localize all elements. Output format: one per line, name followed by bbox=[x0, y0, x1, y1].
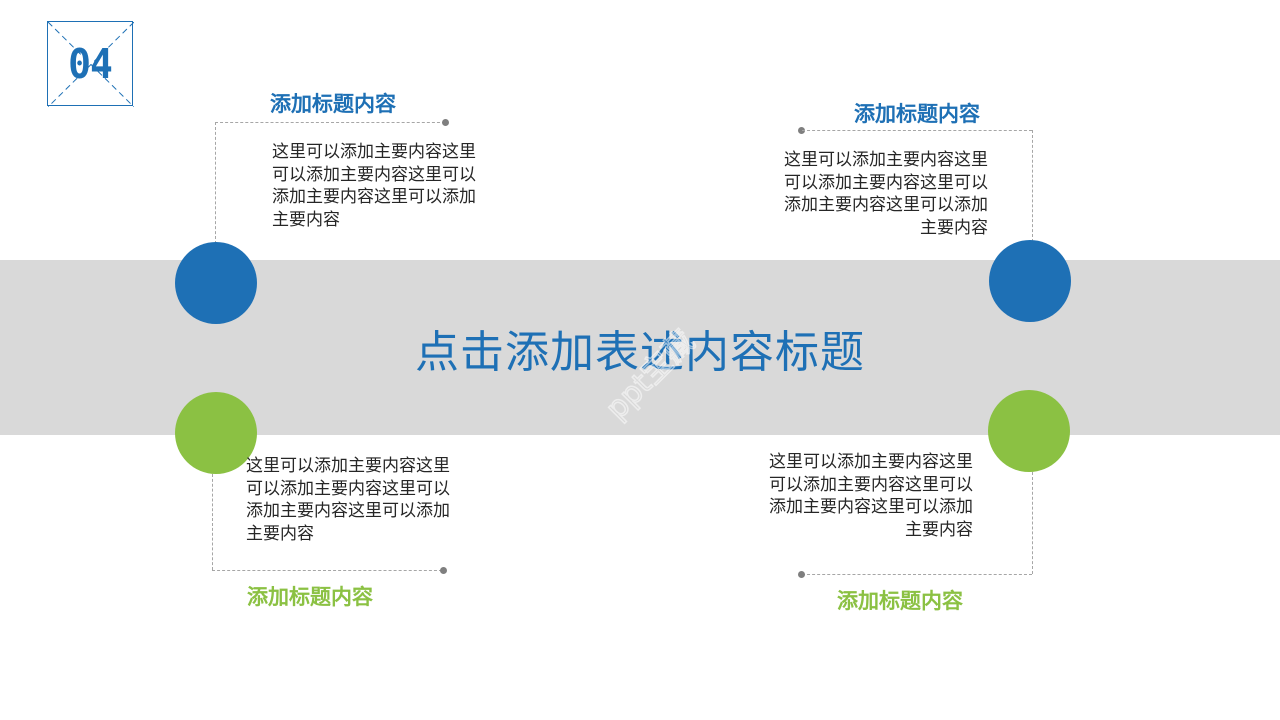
watermark-logo: ppt宝藏 bbox=[598, 323, 702, 427]
item-title-top-left: 添加标题内容 bbox=[270, 92, 396, 116]
watermark-text: ppt宝藏 bbox=[599, 324, 701, 426]
connector-dot bbox=[440, 567, 447, 574]
item-body-top-right: 这里可以添加主要内容这里可以添加主要内容这里可以添加主要内容这里可以添加主要内容 bbox=[784, 150, 988, 238]
item-title-bottom-left: 添加标题内容 bbox=[247, 585, 373, 609]
page-number-box: 04 bbox=[47, 21, 134, 107]
connector-line bbox=[1032, 130, 1033, 242]
connector-line bbox=[1032, 472, 1033, 574]
band-title: 点击添加表述内容标题 bbox=[415, 326, 865, 378]
circle-top-left bbox=[175, 242, 257, 324]
connector-line bbox=[802, 130, 1032, 131]
item-body-top-left: 这里可以添加主要内容这里可以添加主要内容这里可以添加主要内容这里可以添加主要内容 bbox=[272, 142, 476, 230]
item-title-bottom-right: 添加标题内容 bbox=[837, 589, 963, 613]
circle-top-right bbox=[989, 240, 1071, 322]
connector-dot bbox=[442, 119, 449, 126]
connector-line bbox=[212, 474, 213, 570]
circle-bottom-right bbox=[988, 390, 1070, 472]
connector-line bbox=[215, 122, 445, 123]
connector-line bbox=[802, 574, 1032, 575]
page-number: 04 bbox=[68, 39, 113, 88]
connector-line bbox=[215, 122, 216, 244]
connector-dot bbox=[798, 127, 805, 134]
circle-bottom-left bbox=[175, 392, 257, 474]
item-body-bottom-left: 这里可以添加主要内容这里可以添加主要内容这里可以添加主要内容这里可以添加主要内容 bbox=[246, 456, 450, 544]
connector-dot bbox=[798, 571, 805, 578]
item-body-bottom-right: 这里可以添加主要内容这里可以添加主要内容这里可以添加主要内容这里可以添加主要内容 bbox=[769, 452, 973, 540]
item-title-top-right: 添加标题内容 bbox=[854, 102, 980, 126]
connector-line bbox=[212, 570, 442, 571]
diagonal-cross-decoration bbox=[48, 22, 134, 107]
